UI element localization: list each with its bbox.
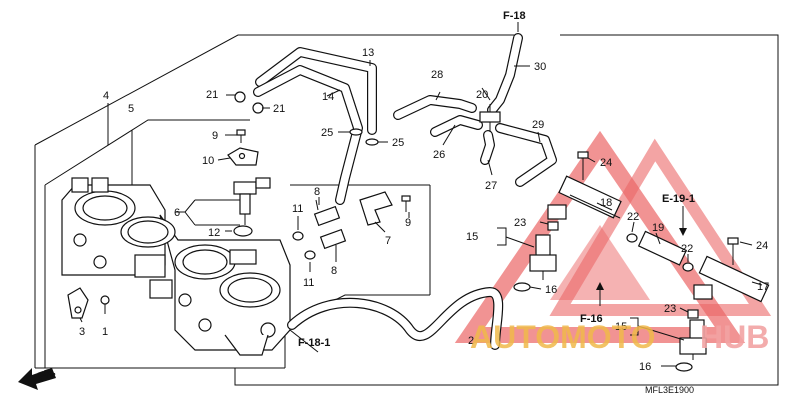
reference-labels: F-18 F-18-1 F-16 E-19-1 FR. MFL3E1900 — [36, 10, 695, 395]
bolt-part-24 — [577, 151, 739, 265]
callout-8-b: 8 — [331, 265, 337, 277]
callout-22-a: 22 — [627, 211, 639, 223]
callout-1: 1 — [102, 326, 108, 338]
callout-5: 5 — [128, 103, 134, 115]
sensor-part-10 — [227, 147, 259, 166]
watermark-text: AUTOMOTO HUB — [470, 319, 769, 355]
oring-part-12 — [233, 225, 253, 237]
callout-9-a: 9 — [212, 130, 218, 142]
hose-part-29 — [495, 123, 557, 187]
hose-part-13-14 — [253, 47, 377, 205]
sensor-part-6 — [233, 177, 271, 225]
callout-9-b: 9 — [405, 217, 411, 229]
callout-23-b: 23 — [664, 303, 676, 315]
fitting-part-8 — [313, 199, 347, 250]
pipe-part-19 — [626, 230, 694, 272]
ref-f18-1: F-18-1 — [298, 337, 330, 349]
callout-4: 4 — [103, 90, 109, 102]
callout-25-a: 25 — [321, 127, 333, 139]
callout-19: 19 — [652, 222, 664, 234]
grommet-part-23 — [547, 221, 699, 319]
callout-13: 13 — [362, 47, 374, 59]
callout-21-b: 21 — [273, 103, 285, 115]
ref-arrow-e19-1 — [679, 206, 687, 236]
bracket-part-7 — [359, 191, 393, 226]
callout-30: 30 — [534, 61, 546, 73]
injector-part-15-upper — [529, 234, 557, 280]
hose-part-27 — [480, 130, 495, 165]
callout-21-a: 21 — [206, 89, 218, 101]
leader-lines — [175, 60, 763, 367]
frame-outline — [34, 34, 779, 386]
front-direction-label: FR. — [36, 366, 57, 383]
callout-7: 7 — [385, 235, 391, 247]
watermark-word-hub: HUB — [700, 319, 769, 355]
tjoint-part-20 — [479, 104, 501, 132]
ref-e19-1: E-19-1 — [662, 193, 695, 205]
callout-22-b: 22 — [681, 243, 693, 255]
callout-23-a: 23 — [514, 217, 526, 229]
callout-20: 20 — [476, 89, 488, 101]
front-direction-arrow — [18, 368, 56, 390]
diagram-code: MFL3E1900 — [645, 385, 694, 395]
callout-18: 18 — [600, 197, 612, 209]
ref-arrow-f18-1 — [289, 329, 319, 353]
ref-f18: F-18 — [503, 10, 526, 22]
hose-part-30 — [487, 33, 523, 115]
callout-27: 27 — [485, 180, 497, 192]
hose-part-28 — [393, 95, 477, 120]
oring-part-11 — [292, 231, 316, 260]
callout-16-b: 16 — [639, 361, 651, 373]
callout-24-b: 24 — [756, 240, 768, 252]
callout-17: 17 — [757, 281, 769, 293]
callout-2: 2 — [468, 335, 474, 347]
throttle-body — [61, 177, 291, 356]
callouts: 4 5 21 21 13 14 25 25 9 10 6 12 8 11 11 … — [79, 47, 769, 373]
callout-8-a: 8 — [314, 186, 320, 198]
screw-part-9-side — [401, 195, 411, 212]
clip-part-21 — [234, 91, 264, 114]
ref-f16: F-16 — [580, 313, 603, 325]
screw-part-9-top — [236, 129, 246, 143]
fuel-rail-part-17 — [693, 255, 770, 303]
callout-29: 29 — [532, 119, 544, 131]
injector-part-15-lower — [679, 319, 707, 360]
callout-26: 26 — [433, 149, 445, 161]
bracket-part-3 — [67, 287, 89, 323]
callout-11-a: 11 — [292, 203, 303, 215]
callout-11-b: 11 — [303, 277, 314, 289]
ref-arrow-f16 — [596, 282, 604, 306]
screw-part-1 — [100, 295, 110, 314]
hose-part-2 — [287, 287, 504, 350]
callout-28: 28 — [431, 69, 443, 81]
seal-part-16 — [513, 282, 693, 372]
callout-24-a: 24 — [600, 157, 612, 169]
callout-6: 6 — [174, 207, 180, 219]
callout-12: 12 — [208, 227, 220, 239]
callout-3: 3 — [79, 326, 85, 338]
callout-16-a: 16 — [545, 284, 557, 296]
hose-part-26 — [430, 115, 483, 137]
callout-15-a: 15 — [466, 231, 478, 243]
callout-25-b: 25 — [392, 137, 404, 149]
watermark-word-automoto: AUTOMOTO — [470, 319, 655, 355]
callout-10: 10 — [202, 155, 214, 167]
callout-14: 14 — [322, 91, 334, 103]
callout-15-b: 15 — [615, 321, 627, 333]
